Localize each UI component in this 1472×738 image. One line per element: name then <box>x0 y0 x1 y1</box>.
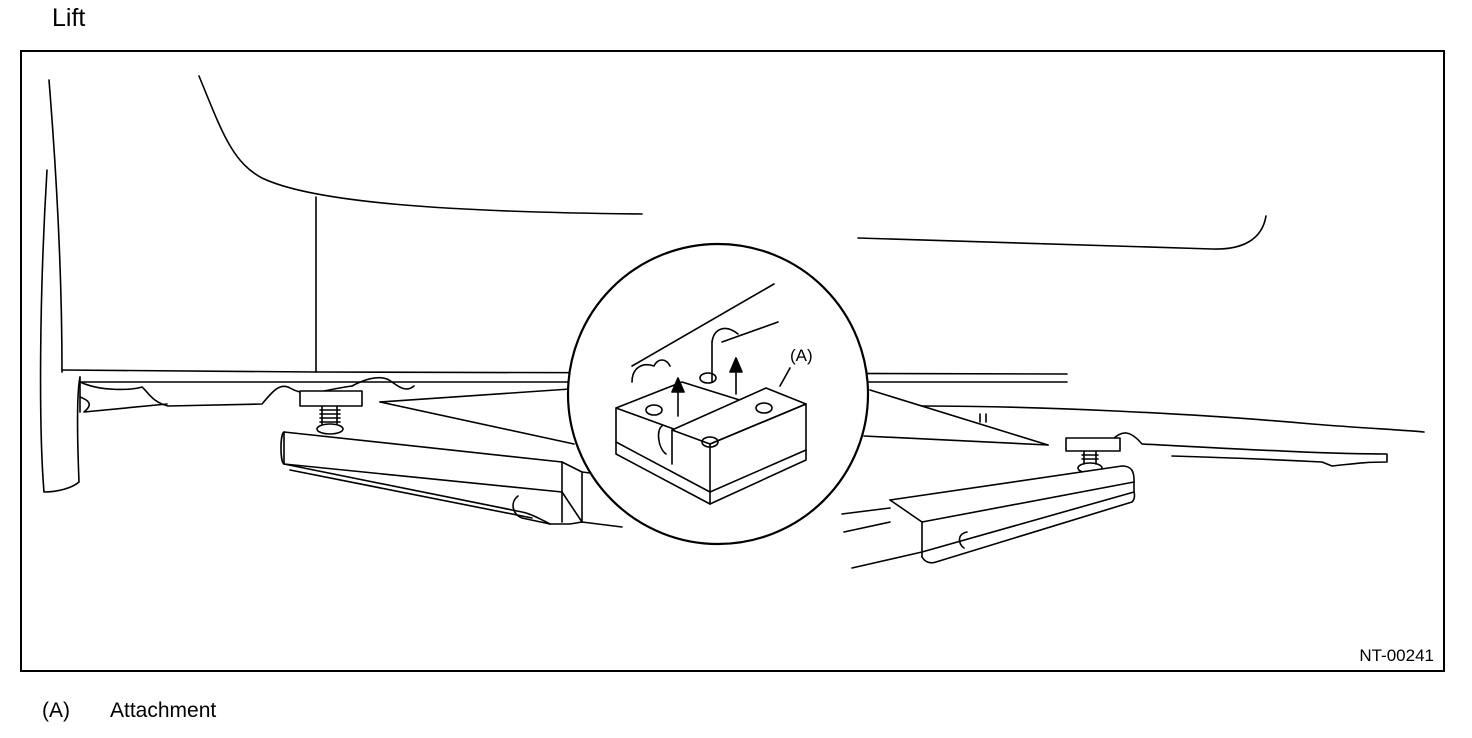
vehicle-body-outline <box>39 75 1425 493</box>
lift-illustration: (A) NT-00241 <box>20 50 1445 672</box>
up-arrow-icon <box>671 377 685 417</box>
legend-text: Attachment <box>110 699 217 722</box>
right-lift-arm <box>841 437 1136 569</box>
callout-label-a: (A) <box>790 346 813 365</box>
lift-diagram-svg <box>39 75 1425 569</box>
legend-item: (A) Attachment <box>42 699 216 723</box>
detail-connector-lines <box>379 388 1049 446</box>
detail-magnifier <box>566 242 870 546</box>
legend-key: (A) <box>42 699 70 722</box>
attachment-block <box>615 327 807 505</box>
page-title: Lift <box>52 4 86 32</box>
up-arrow-icon <box>729 357 743 395</box>
left-lift-arm <box>280 390 623 528</box>
figure-id: NT-00241 <box>1359 646 1434 665</box>
callout-leader-line <box>779 367 791 387</box>
